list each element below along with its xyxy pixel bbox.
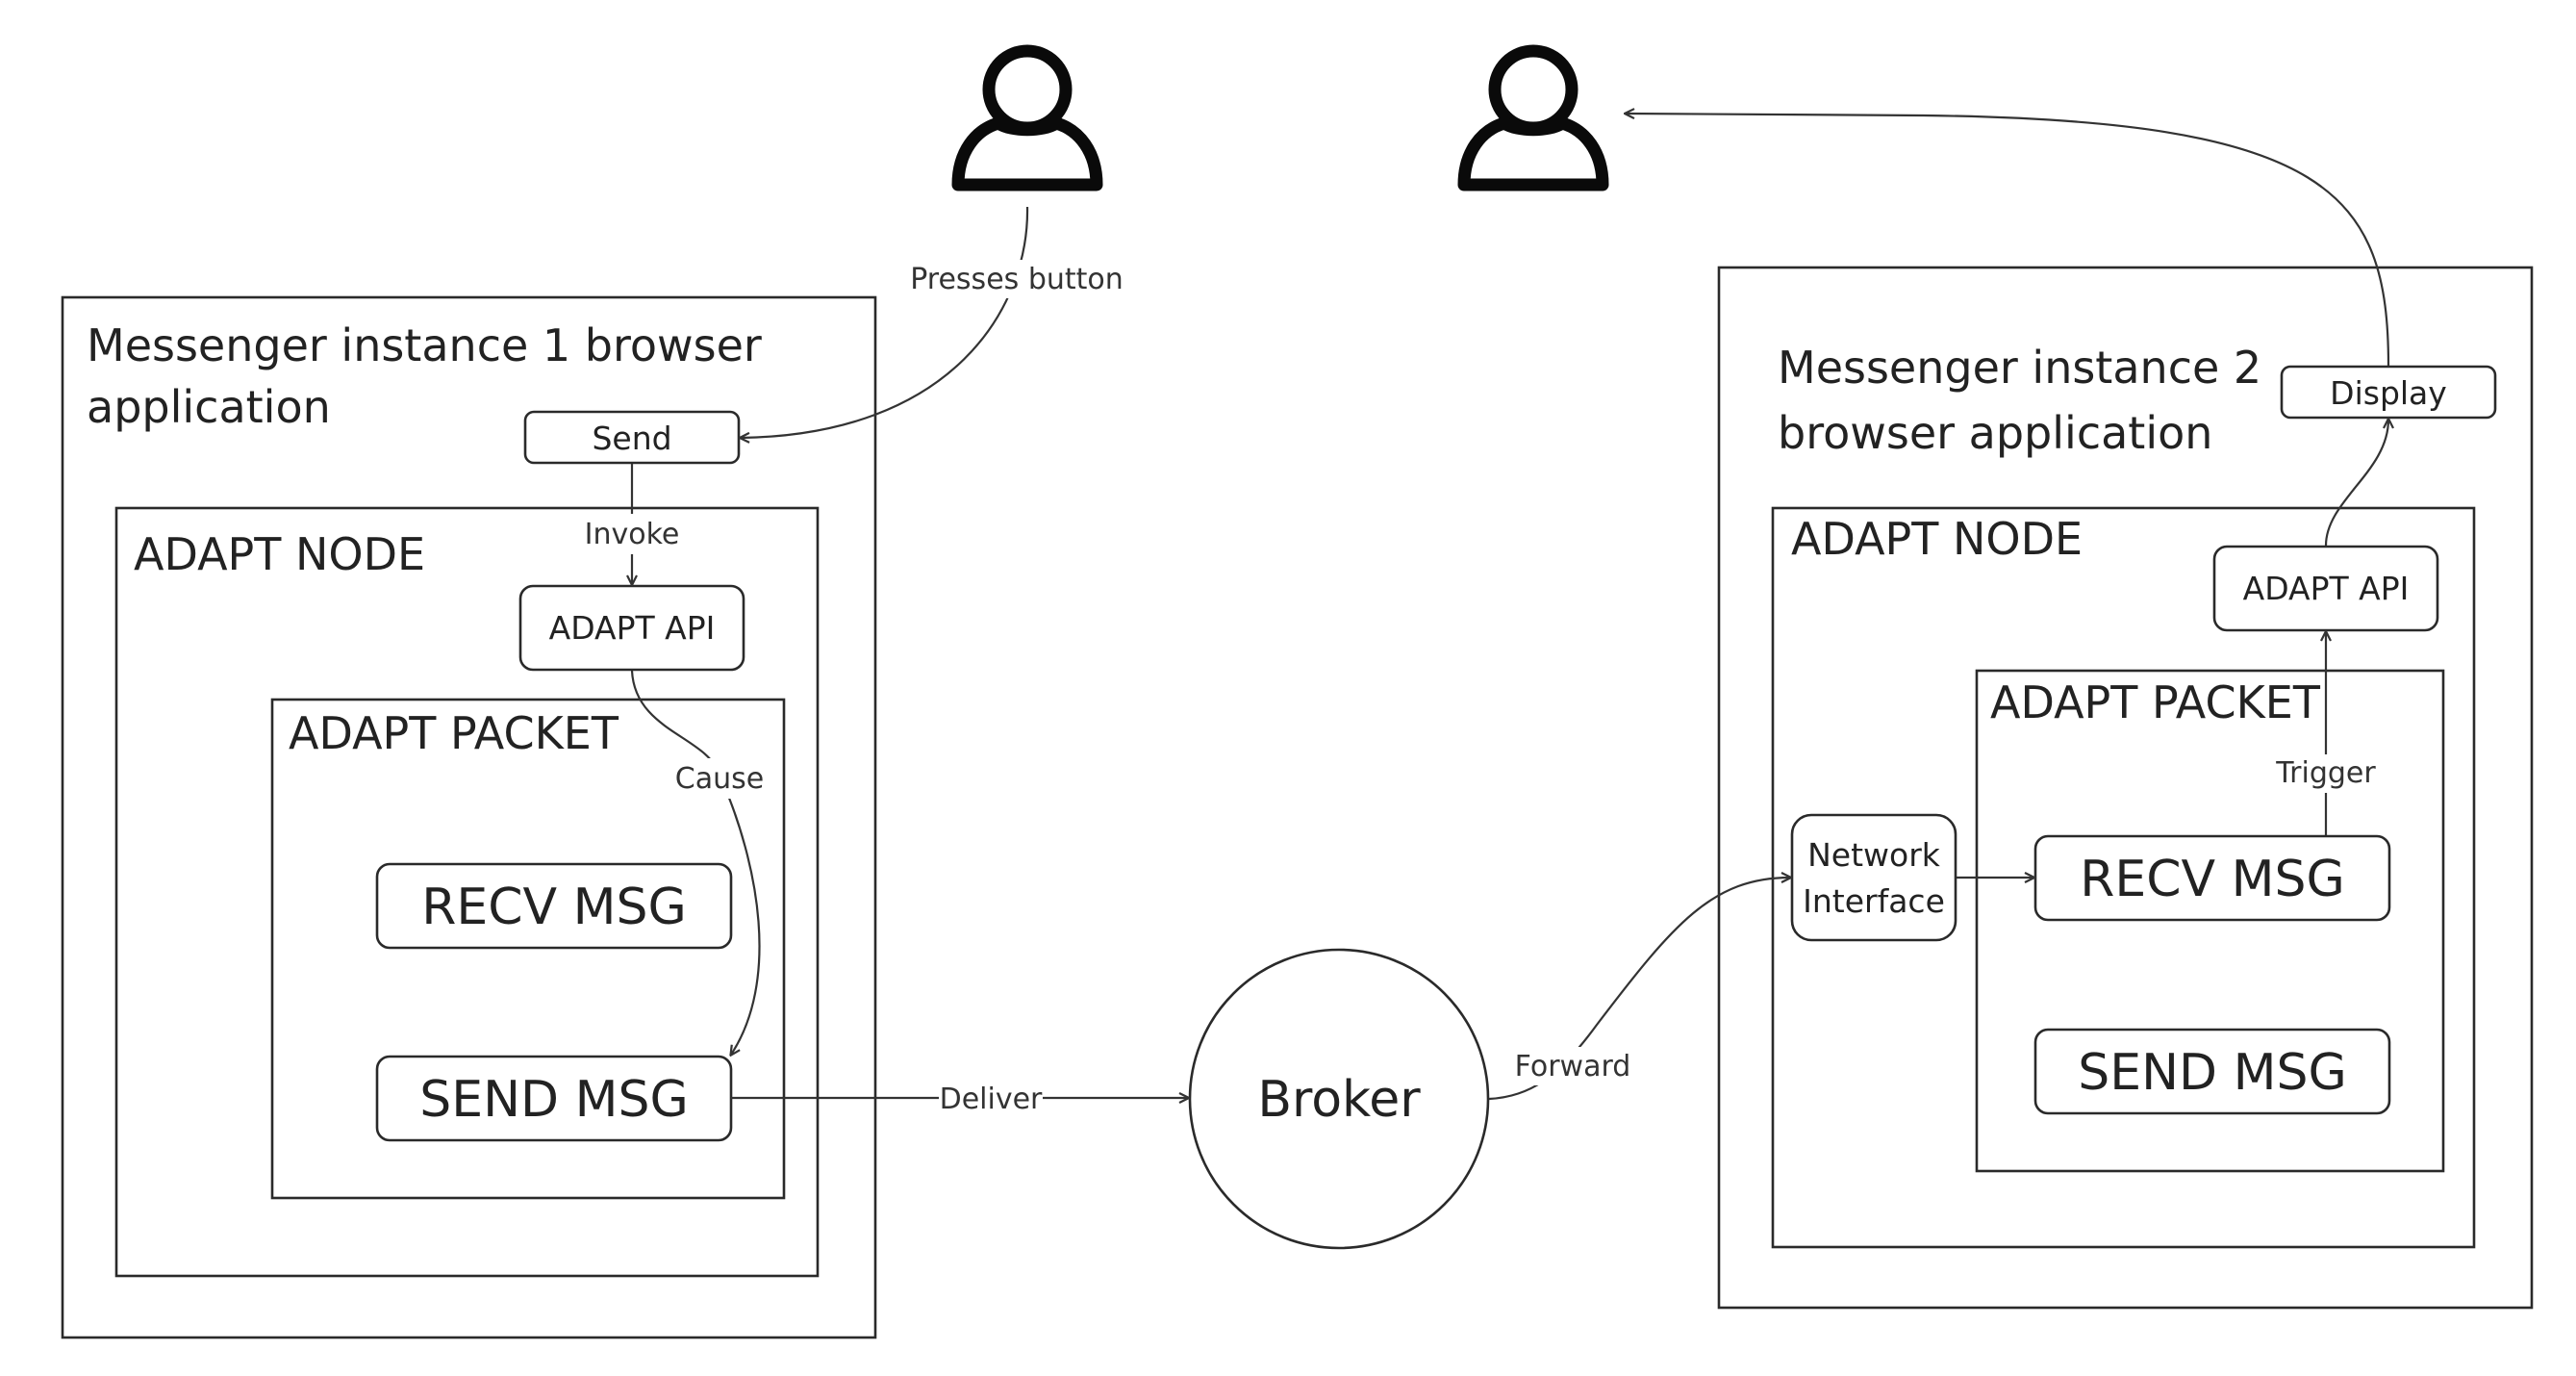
network-interface-line2: Interface	[1803, 882, 1945, 920]
adapt-packet-1-title: ADAPT PACKET	[289, 707, 619, 759]
edge-cause	[630, 670, 761, 1055]
recv-msg-1-label: RECV MSG	[421, 879, 687, 936]
send-msg-1: SEND MSG	[375, 1055, 733, 1142]
instance-1-title-line2: application	[87, 381, 331, 433]
display-button-label: Display	[2330, 374, 2447, 412]
instance-2-title-line2: browser application	[1778, 407, 2212, 459]
recv-msg-2: RECV MSG	[2033, 834, 2391, 922]
send-msg-2-label: SEND MSG	[2078, 1044, 2347, 1102]
edge-api-to-display	[2324, 420, 2388, 547]
messenger-instance-2: Messenger instance 2 browser application…	[1717, 266, 2534, 1310]
edge-display-to-user	[1626, 114, 2390, 367]
edge-label-presses-button: Presses button	[910, 263, 1124, 296]
recv-msg-2-label: RECV MSG	[2080, 851, 2345, 908]
edge-label-deliver: Deliver	[940, 1083, 1043, 1116]
recv-msg-1: RECV MSG	[375, 862, 733, 950]
edge-presses-button	[741, 206, 1029, 438]
send-button-label: Send	[592, 420, 671, 457]
network-interface-line1: Network	[1807, 836, 1941, 874]
display-button[interactable]: Display	[2280, 365, 2497, 420]
edge-forward	[1488, 878, 1790, 1101]
broker-node: Broker	[1188, 948, 1490, 1250]
adapt-packet-1: ADAPT PACKET RECV MSG SEND MSG	[270, 698, 786, 1200]
adapt-api-2-label: ADAPT API	[2243, 570, 2410, 607]
messenger-instance-1: Messenger instance 1 browser application…	[61, 295, 877, 1339]
user-icon	[951, 44, 1103, 191]
adapt-packet-2: ADAPT PACKET RECV MSG SEND MSG	[1975, 669, 2445, 1173]
adapt-api-1: ADAPT API	[518, 584, 745, 672]
send-msg-2: SEND MSG	[2033, 1028, 2391, 1115]
adapt-api-1-label: ADAPT API	[549, 609, 716, 647]
edge-label-forward: Forward	[1515, 1050, 1631, 1083]
adapt-packet-2-title: ADAPT PACKET	[1990, 676, 2321, 728]
send-button[interactable]: Send	[523, 410, 741, 465]
edge-label-invoke: Invoke	[585, 518, 680, 551]
adapt-node-2-title: ADAPT NODE	[1791, 513, 2083, 565]
broker-label: Broker	[1257, 1071, 1421, 1129]
adapt-node-1: ADAPT NODE ADAPT API ADAPT PACKET RECV M…	[114, 506, 820, 1278]
edge-label-cause: Cause	[675, 762, 764, 796]
send-msg-1-label: SEND MSG	[419, 1071, 689, 1129]
adapt-node-2: ADAPT NODE ADAPT API Network Interface A…	[1771, 506, 2476, 1249]
network-interface: Network Interface	[1790, 813, 1957, 942]
instance-1-title-line1: Messenger instance 1 browser	[87, 319, 762, 371]
user-icon	[1457, 44, 1609, 191]
instance-2-title-line1: Messenger instance 2	[1778, 342, 2261, 394]
adapt-node-1-title: ADAPT NODE	[134, 528, 425, 580]
adapt-api-2: ADAPT API	[2212, 545, 2439, 632]
edge-label-trigger: Trigger	[2275, 756, 2376, 790]
